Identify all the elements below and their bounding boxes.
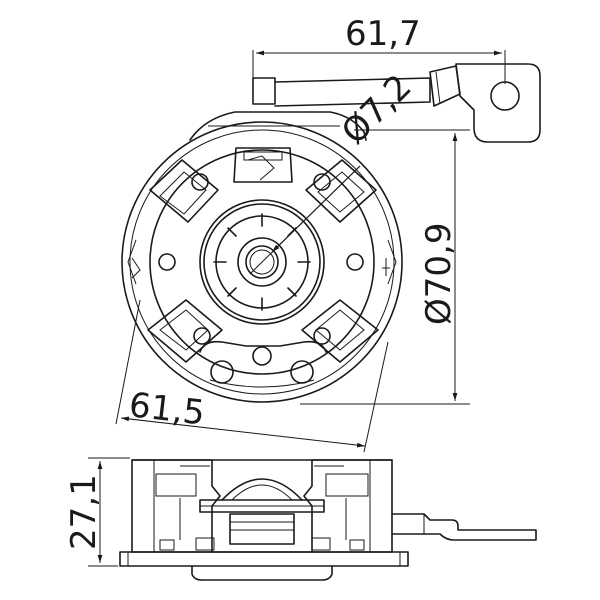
top-view: Ø7,2 61,7 Ø70,9 61,5 bbox=[115, 14, 541, 453]
housing-outer bbox=[121, 111, 403, 403]
top-width-label: 61,7 bbox=[345, 14, 421, 54]
brush-holder-lower-right bbox=[301, 299, 379, 363]
bottom-features bbox=[199, 340, 327, 388]
brush-holder-upper-right bbox=[305, 159, 377, 223]
top-width-dim: 61,7 bbox=[252, 14, 506, 84]
body-width-dim: 61,5 bbox=[115, 299, 389, 453]
connector-block bbox=[233, 147, 293, 183]
mount-hole-right bbox=[346, 253, 364, 271]
brush-holder-upper-left bbox=[149, 159, 219, 223]
outer-diameter-label: Ø70,9 bbox=[419, 223, 459, 325]
side-view: 27,1 bbox=[64, 457, 537, 581]
height-dim: 27,1 bbox=[64, 457, 130, 567]
brush-holder-lower-left bbox=[147, 299, 223, 363]
mount-hole-left bbox=[158, 253, 176, 271]
commutator bbox=[199, 199, 325, 325]
outer-diameter-dim: Ø70,9 bbox=[300, 129, 470, 405]
body-width-label: 61,5 bbox=[127, 385, 207, 433]
brush-holders bbox=[127, 159, 397, 363]
height-label: 27,1 bbox=[64, 474, 104, 550]
